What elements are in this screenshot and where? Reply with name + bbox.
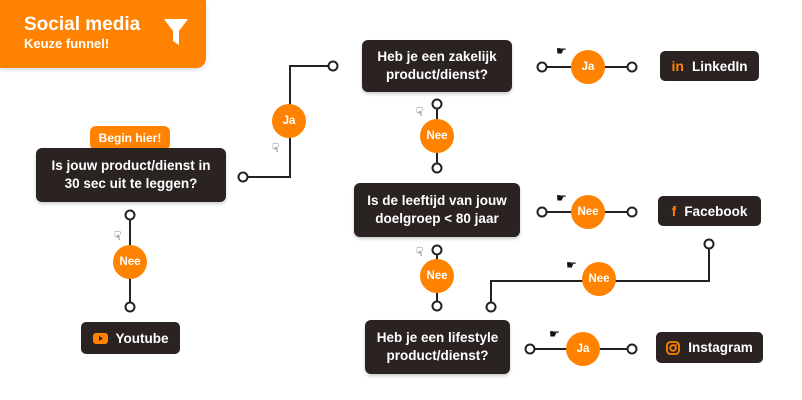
header-banner: Social media Keuze funnel!: [0, 0, 206, 68]
instagram-icon: [666, 340, 681, 355]
pointing-hand-icon: ☛: [549, 327, 560, 341]
pointing-hand-icon: ☟: [416, 105, 424, 119]
node-dot: [524, 343, 536, 355]
node-dot: [626, 343, 638, 355]
answer-facebook-no: Nee: [582, 262, 616, 296]
platform-label: Youtube: [115, 330, 169, 346]
node-dot: [431, 244, 443, 256]
platform-instagram: Instagram: [656, 332, 763, 363]
question-3: Is de leeftijd van jouw doelgroep < 80 j…: [354, 183, 520, 237]
linkedin-icon: in: [671, 58, 684, 74]
platform-label: LinkedIn: [691, 58, 748, 74]
answer-q1-no: Nee: [113, 245, 147, 279]
start-label: Begin hier!: [90, 126, 170, 156]
pointing-hand-icon: ☟: [114, 229, 122, 243]
platform-facebook: f Facebook: [658, 196, 761, 226]
question-1: Is jouw product/dienst in 30 sec uit te …: [36, 148, 226, 202]
page-title: Social media: [24, 14, 141, 35]
pointing-hand-icon: ☛: [556, 44, 567, 58]
answer-q1-yes: Ja: [272, 104, 306, 138]
node-dot: [536, 61, 548, 73]
platform-label: Facebook: [684, 203, 748, 219]
pointing-hand-icon: ☟: [416, 245, 424, 259]
node-dot: [431, 98, 443, 110]
node-dot: [626, 206, 638, 218]
answer-q4-yes: Ja: [566, 332, 600, 366]
node-dot: [703, 238, 715, 250]
node-dot: [485, 301, 497, 313]
node-dot: [431, 162, 443, 174]
pointing-hand-icon: ☛: [556, 191, 567, 205]
answer-q3-no: Nee: [420, 259, 454, 293]
answer-q2-no: Nee: [420, 119, 454, 153]
facebook-icon: f: [671, 203, 677, 219]
platform-label: Instagram: [688, 340, 753, 355]
pointing-hand-icon: ☟: [272, 141, 280, 155]
node-dot: [327, 60, 339, 72]
node-dot: [431, 300, 443, 312]
answer-q3-yes: Nee: [571, 195, 605, 229]
youtube-icon: [92, 332, 108, 344]
node-dot: [626, 61, 638, 73]
pointing-hand-icon: ☛: [566, 258, 577, 272]
question-2: Heb je een zakelijk product/dienst?: [362, 40, 512, 92]
question-4: Heb je een lifestyle product/dienst?: [365, 320, 510, 374]
answer-q2-yes: Ja: [571, 50, 605, 84]
platform-youtube: Youtube: [81, 322, 180, 354]
page-subtitle: Keuze funnel!: [24, 36, 110, 51]
node-dot: [237, 171, 249, 183]
node-dot: [124, 301, 136, 313]
node-dot: [124, 209, 136, 221]
node-dot: [536, 206, 548, 218]
platform-linkedin: in LinkedIn: [660, 51, 759, 81]
funnel-icon: [164, 19, 188, 45]
